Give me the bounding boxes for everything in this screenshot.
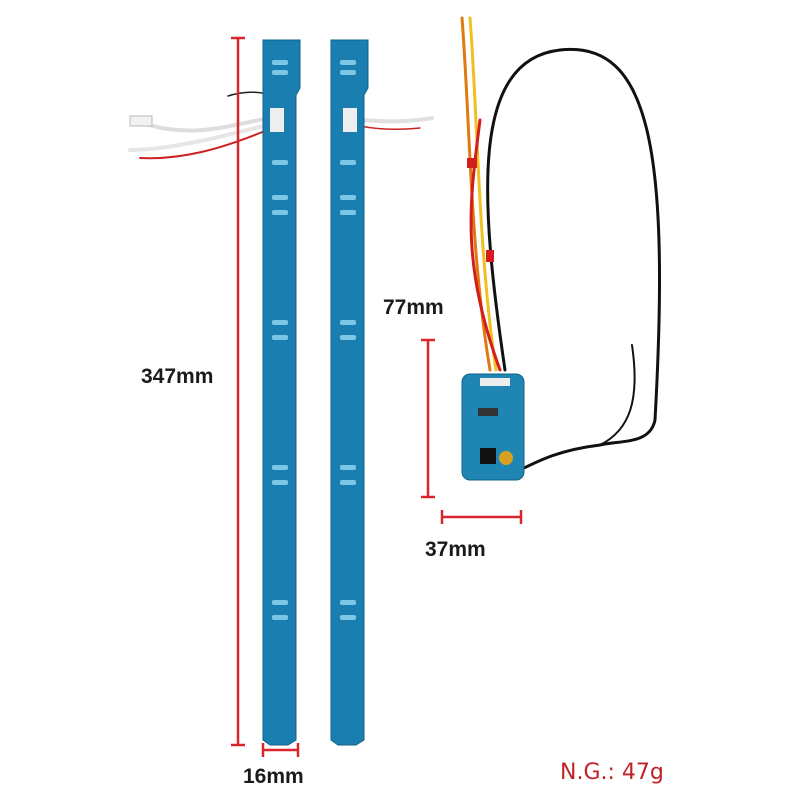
battery-strip-board-left [262,39,301,746]
dimension-lines [231,36,523,757]
board-slots [272,60,356,620]
board-slot [272,600,288,605]
board-slot [340,615,356,620]
board-slot [340,600,356,605]
board-slot [340,480,356,485]
board-slot [340,195,356,200]
module-width-label: 37mm [425,538,486,561]
length-label: 347mm [141,365,214,388]
net-weight-label: N.G.: 47g [560,760,664,785]
board-slot [340,60,356,65]
board-slot [340,70,356,75]
module-height-label: 77mm [383,296,444,319]
board-slot [340,465,356,470]
board-slot [272,320,288,325]
board-slot [272,335,288,340]
board-slot [340,335,356,340]
board-slot [272,480,288,485]
board-slot [272,465,288,470]
width-label: 16mm [243,765,304,788]
board-slot [272,70,288,75]
module-wires [460,16,662,472]
board-slot [340,160,356,165]
board-slot [340,210,356,215]
board-slot [272,160,288,165]
board-slot [272,195,288,200]
board-slot [272,210,288,215]
board-slot [272,60,288,65]
board-slot [340,320,356,325]
board-slot [272,615,288,620]
battery-strip-board-right [330,39,369,746]
controller-module-board [461,373,525,481]
